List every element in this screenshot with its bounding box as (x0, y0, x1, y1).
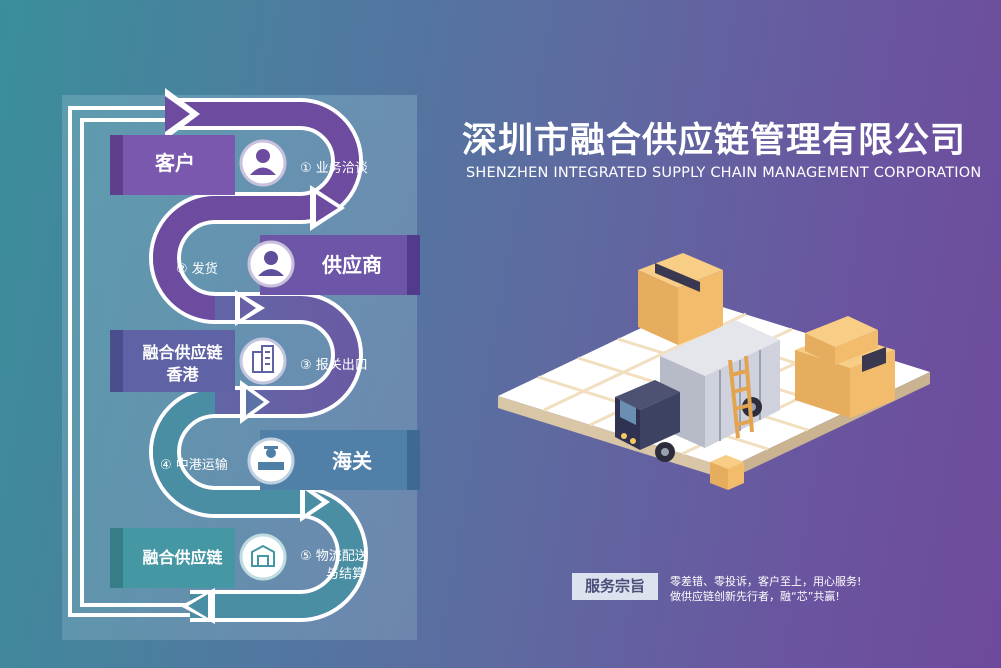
building-icon (252, 345, 274, 373)
tab-hk-line2: 香港 (166, 365, 199, 384)
tab-hk-line1: 融合供应链 (142, 343, 223, 362)
step-5: ⑤ 物流配送 (300, 549, 368, 564)
outer-loop-line (68, 106, 190, 617)
tab-customer-label: 客户 (155, 151, 195, 175)
step-3: ③ 报关出口 (300, 358, 368, 373)
company-name-cn: 深圳市融合供应链管理有限公司 (462, 121, 967, 161)
step-1: ① 业务洽谈 (300, 161, 368, 176)
tab-supplier-label: 供应商 (322, 253, 382, 277)
motto-line-1: 零差错、零投诉，客户至上，用心服务! (670, 575, 862, 588)
step-5-line2: 与结算 (326, 567, 366, 582)
motto-line-2: 做供应链创新先行者，融“芯”共赢! (670, 590, 840, 603)
tab-hk-label: 融合供应链 香港 (125, 342, 240, 386)
user-icon (258, 251, 284, 276)
motto-badge: 服务宗旨 (572, 573, 658, 600)
customer-icon (250, 149, 276, 175)
arrow-heads (165, 88, 345, 624)
company-name-en: SHENZHEN INTEGRATED SUPPLY CHAIN MANAGEM… (466, 165, 982, 181)
logistics-illustration (498, 253, 930, 490)
icon-circles (239, 139, 295, 581)
step-2: ② 发货 (176, 262, 218, 277)
logo-icon (251, 544, 275, 567)
customs-officer-icon (258, 446, 284, 470)
step-4: ④ 中港运输 (160, 458, 228, 473)
tab-integrated-label: 融合供应链 (142, 548, 223, 567)
outer-loop-line-inner (80, 118, 190, 607)
tab-ribbons (110, 135, 420, 588)
tab-customs-label: 海关 (332, 449, 372, 473)
